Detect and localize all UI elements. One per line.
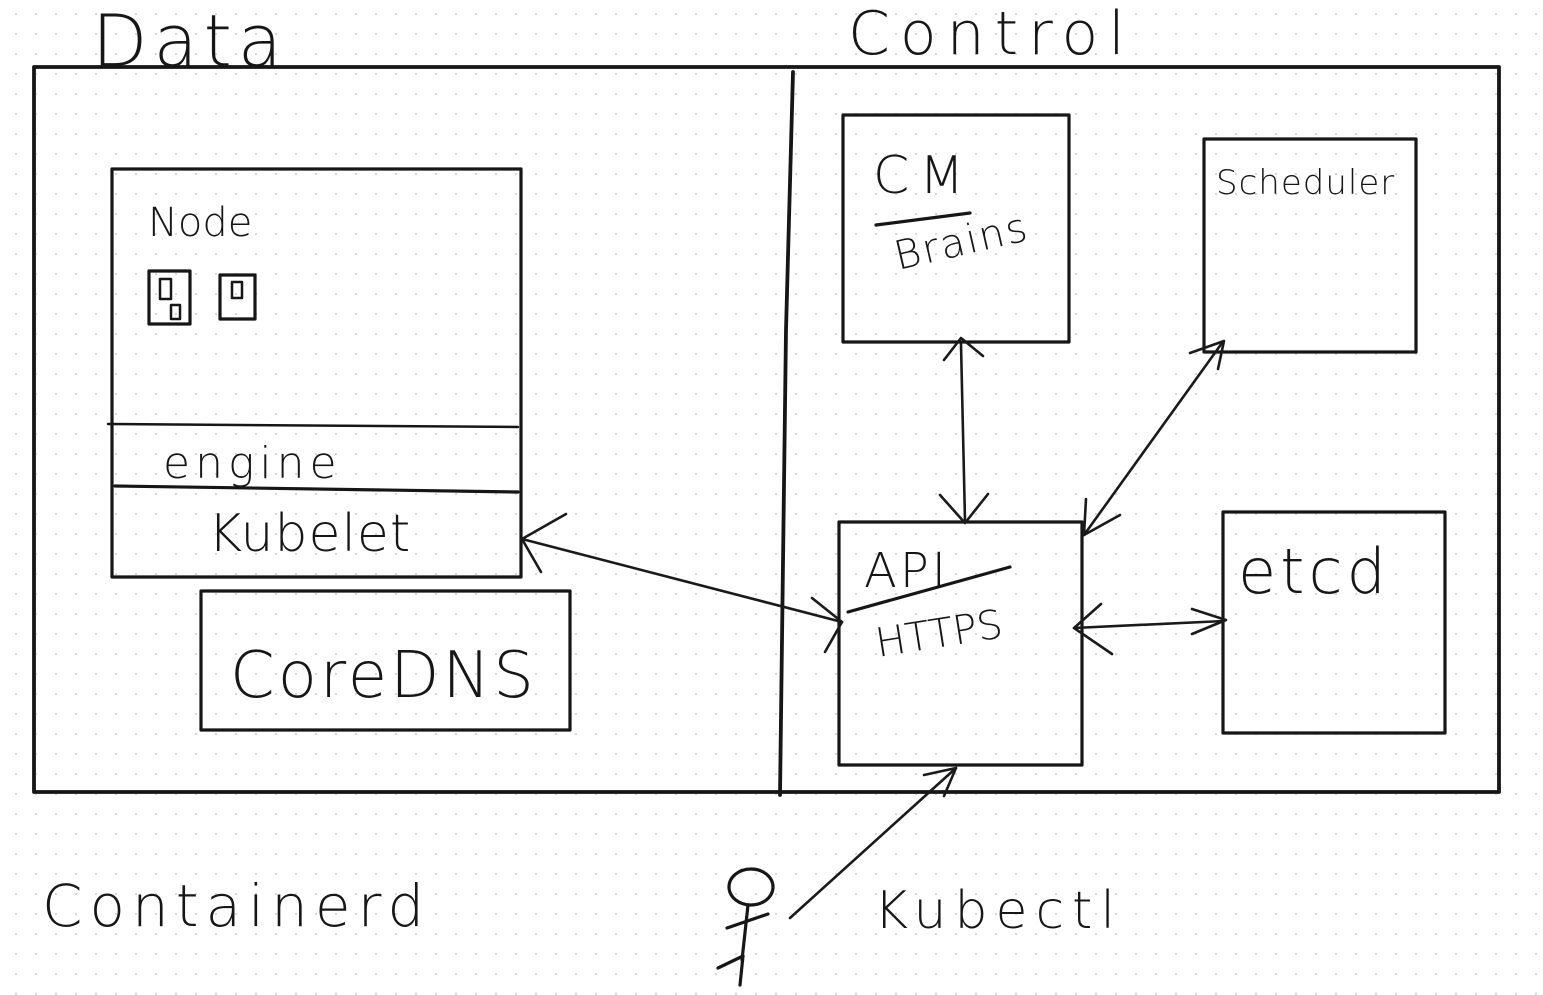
cluster-frame <box>32 65 1501 794</box>
data-section-label: Data <box>92 0 288 83</box>
coredns-box: CoreDNS <box>199 589 572 732</box>
plane-divider <box>778 70 795 797</box>
node-frame <box>110 167 523 579</box>
arrowhead-scheduler <box>1188 339 1226 371</box>
arrowhead-user-api <box>922 766 958 798</box>
cm-title: CM <box>873 146 974 206</box>
coredns-label: CoreDNS <box>230 639 537 713</box>
cm-underline <box>874 211 972 227</box>
coredns-frame <box>199 589 572 732</box>
arrowhead-cm <box>942 336 985 362</box>
api-box: API HTTPS <box>837 520 1084 767</box>
node-box: Node engine Kubelet <box>106 167 523 579</box>
scheduler-label: Scheduler <box>1216 163 1395 203</box>
stick-figure-icon <box>716 867 775 987</box>
arrowhead-kubelet <box>520 512 568 574</box>
etcd-box: etcd <box>1221 510 1447 735</box>
arrowhead-api-right <box>1072 602 1114 656</box>
container-icon <box>218 273 257 321</box>
kubelet-divider <box>113 484 520 494</box>
scheduler-box: Scheduler <box>1202 137 1418 354</box>
arrowhead-api-left <box>810 596 844 654</box>
arrowhead-api-top <box>938 492 990 525</box>
node-title: Node <box>148 200 252 246</box>
api-underline <box>846 565 1012 614</box>
scheduler-frame <box>1202 137 1418 354</box>
engine-divider <box>106 422 520 429</box>
api-frame <box>837 520 1084 767</box>
kubelet-label: Kubelet <box>208 504 411 564</box>
arrowhead-etcd <box>1190 607 1228 636</box>
connection-kubelet-api <box>520 512 844 654</box>
kubectl-label: Kubectl <box>874 881 1123 941</box>
cm-box: CM Brains <box>841 113 1071 344</box>
containerd-label: Containerd <box>42 872 431 940</box>
api-title: API <box>864 543 949 599</box>
connection-cm-api <box>938 336 990 525</box>
connection-user-api <box>788 766 958 920</box>
control-section-label: Control <box>848 0 1135 69</box>
api-subtitle: HTTPS <box>872 601 1005 666</box>
arrowhead-api-topright <box>1082 497 1122 537</box>
engine-label: engine <box>163 438 342 489</box>
connection-api-etcd <box>1072 602 1228 656</box>
cm-frame <box>841 113 1071 344</box>
etcd-label: etcd <box>1238 535 1390 608</box>
pod-icon <box>147 269 192 326</box>
connection-scheduler-api <box>1082 339 1226 537</box>
